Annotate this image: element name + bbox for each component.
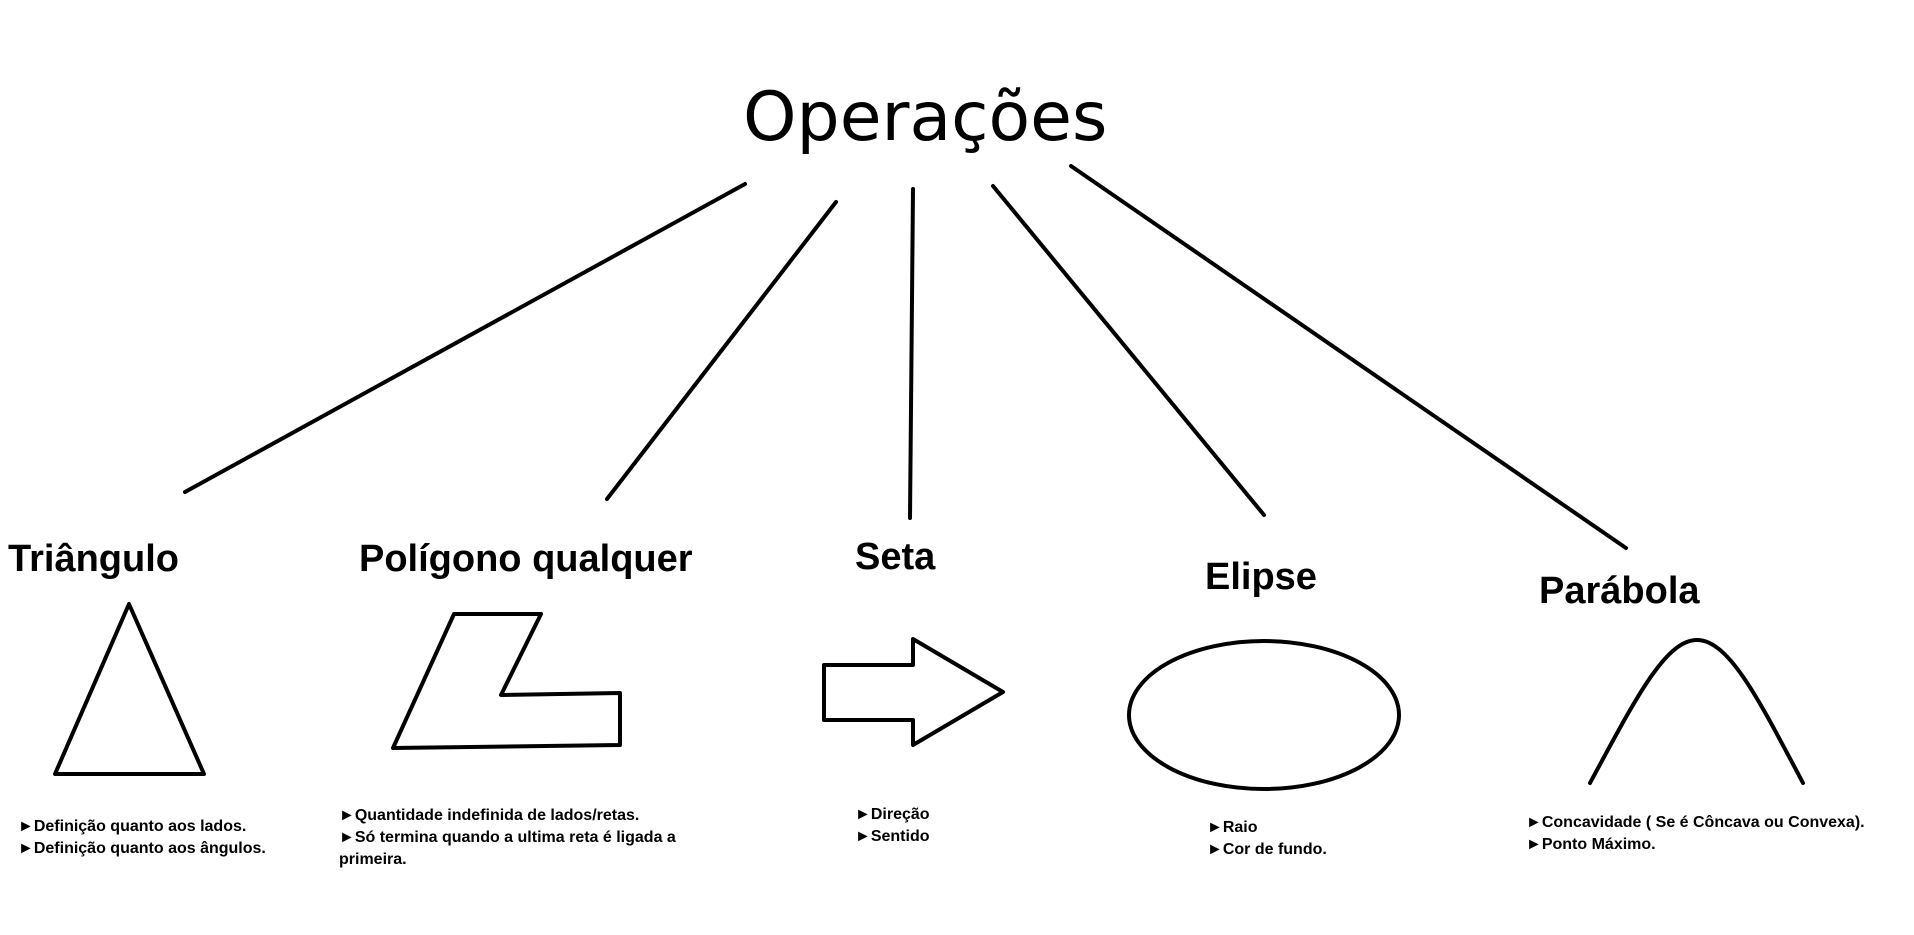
page-title: Operações — [743, 78, 1108, 157]
parabola-notes: ►Concavidade ( Se é Côncava ou Convexa).… — [1526, 812, 1865, 856]
poligono-title: Polígono qualquer — [359, 538, 693, 580]
elipse-note: ►Cor de fundo. — [1207, 841, 1327, 858]
seta-notes: ►Direção ►Sentido — [855, 804, 930, 848]
seta-note: ►Sentido — [855, 828, 930, 845]
seta-title: Seta — [855, 536, 936, 578]
connector-triangulo — [183, 182, 747, 494]
connector-elipse — [991, 184, 1266, 517]
triangulo-notes: ►Definição quanto aos lados. ►Definição … — [18, 816, 266, 860]
triangle-shape — [53, 602, 206, 776]
triangulo-note: ►Definição quanto aos ângulos. — [18, 840, 266, 857]
arrow-shape — [822, 637, 1005, 747]
triangulo-note: ►Definição quanto aos lados. — [18, 818, 247, 835]
parabola-shape — [1588, 638, 1805, 785]
parabola-note: ►Ponto Máximo. — [1526, 836, 1656, 853]
poligono-notes: ►Quantidade indefinida de lados/retas. ►… — [339, 805, 719, 871]
connector-seta — [908, 187, 915, 520]
triangulo-title: Triângulo — [8, 538, 179, 580]
parabola-title: Parábola — [1539, 570, 1700, 612]
elipse-note: ►Raio — [1207, 819, 1258, 836]
connector-parabola — [1069, 164, 1628, 550]
ellipse-shape — [1127, 639, 1401, 791]
poligono-note: ►Só termina quando a ultima reta é ligad… — [339, 829, 676, 868]
connector-poligono — [605, 200, 838, 501]
seta-note: ►Direção — [855, 806, 930, 823]
polygon-shape — [391, 612, 622, 750]
parabola-note: ►Concavidade ( Se é Côncava ou Convexa). — [1526, 814, 1865, 831]
elipse-notes: ►Raio ►Cor de fundo. — [1207, 817, 1327, 861]
poligono-note: ►Quantidade indefinida de lados/retas. — [339, 807, 640, 824]
elipse-title: Elipse — [1205, 556, 1317, 598]
